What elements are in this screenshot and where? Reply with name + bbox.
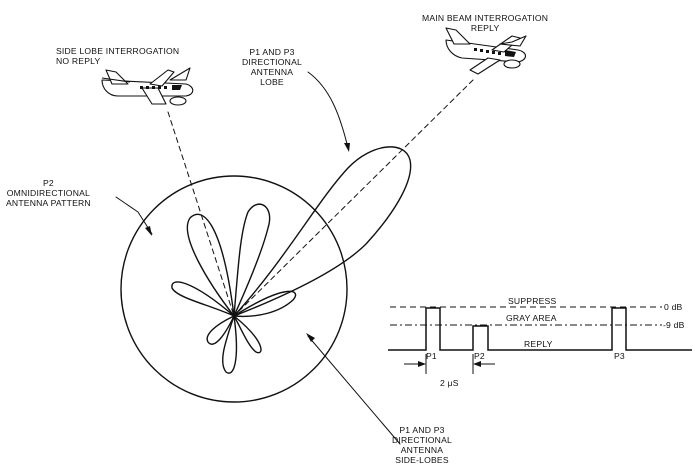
side-lobe-left [171, 281, 235, 317]
side-lobe-upper [186, 213, 235, 317]
aircraft-side-lobe [101, 67, 194, 106]
label-side-lobes: P1 AND P3 DIRECTIONAL ANTENNA SIDE-LOBES [392, 425, 452, 465]
side-lobe-right [233, 290, 297, 318]
label-gray-area: GRAY AREA [506, 313, 557, 323]
side-lobe-lower-left [206, 315, 235, 345]
main-beam-dashed-line [233, 79, 474, 317]
pulse-train [388, 307, 692, 351]
omni-pattern-circle [120, 175, 348, 403]
label-suppress: SUPPRESS [508, 296, 557, 306]
arrowhead-side-lobes [306, 333, 315, 342]
label-zero-db: 0 dB [664, 302, 683, 312]
label-p2: P2 [474, 351, 485, 361]
label-main-beam: MAIN BEAM INTERROGATION REPLY [422, 13, 549, 33]
spacing-arrowhead-left [418, 361, 426, 367]
leader-side-lobes [307, 335, 401, 445]
side-lobe-dashed-line [167, 111, 235, 317]
label-directional-lobe: P1 AND P3 DIRECTIONAL ANTENNA LOBE [242, 47, 302, 87]
side-lobe-lower-right [233, 315, 262, 354]
label-p3: P3 [614, 351, 625, 361]
arrowhead-omni [145, 226, 152, 236]
label-side-lobe: SIDE LOBE INTERROGATION NO REPLY [56, 46, 180, 66]
aircraft-main-beam [445, 27, 527, 75]
side-lobe-upper-right [233, 203, 271, 317]
label-reply: REPLY [524, 339, 553, 349]
leader-directional-lobe [307, 71, 349, 149]
label-omni-pattern: P2 OMNIDIRECTIONAL ANTENNA PATTERN [6, 178, 91, 208]
spacing-arrowhead-right [473, 361, 481, 367]
label-minus9-db: -9 dB [663, 320, 685, 330]
label-spacing: 2 μS [440, 378, 459, 388]
leader-omni [115, 196, 153, 235]
arrowhead-directional-lobe [344, 143, 350, 152]
side-lobe-lower [222, 315, 238, 374]
main-lobe [233, 146, 412, 317]
label-p1: P1 [426, 351, 437, 361]
